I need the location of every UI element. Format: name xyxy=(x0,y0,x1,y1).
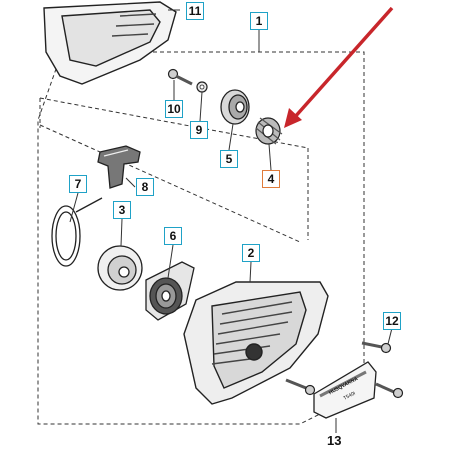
washer-part-9 xyxy=(196,81,208,93)
leader-lines xyxy=(69,9,393,433)
callout-4: 4 xyxy=(262,170,280,188)
rope-pulley-part-3 xyxy=(97,245,143,291)
callout-13: 13 xyxy=(327,433,342,448)
handle-part-8 xyxy=(97,145,141,189)
assembly-frame-outer xyxy=(37,51,365,425)
cover-part xyxy=(43,1,177,85)
callout-12: 12 xyxy=(383,312,401,330)
recoil-spring-part-6 xyxy=(145,261,195,321)
screw-part-10 xyxy=(167,68,193,86)
spring-part-4 xyxy=(255,117,283,145)
starter-housing-part-2 xyxy=(183,281,329,405)
callout-2: 2 xyxy=(242,244,260,262)
screw-part-12 xyxy=(285,341,404,399)
callout-1: 1 xyxy=(250,12,268,30)
callout-8: 8 xyxy=(136,178,154,196)
decal-model-text: T540i xyxy=(343,391,357,402)
callout-11: 11 xyxy=(186,2,204,20)
callout-5: 5 xyxy=(220,150,238,168)
decal-part-13 xyxy=(313,361,377,419)
callout-3: 3 xyxy=(113,201,131,219)
callout-6: 6 xyxy=(164,227,182,245)
rope-part-7 xyxy=(51,197,103,267)
callout-10: 10 xyxy=(165,100,183,118)
pulley-part-5 xyxy=(220,89,250,125)
callout-9: 9 xyxy=(190,121,208,139)
callout-7: 7 xyxy=(69,175,87,193)
highlight-arrow xyxy=(284,6,394,128)
assembly-frame-upper xyxy=(39,97,309,243)
